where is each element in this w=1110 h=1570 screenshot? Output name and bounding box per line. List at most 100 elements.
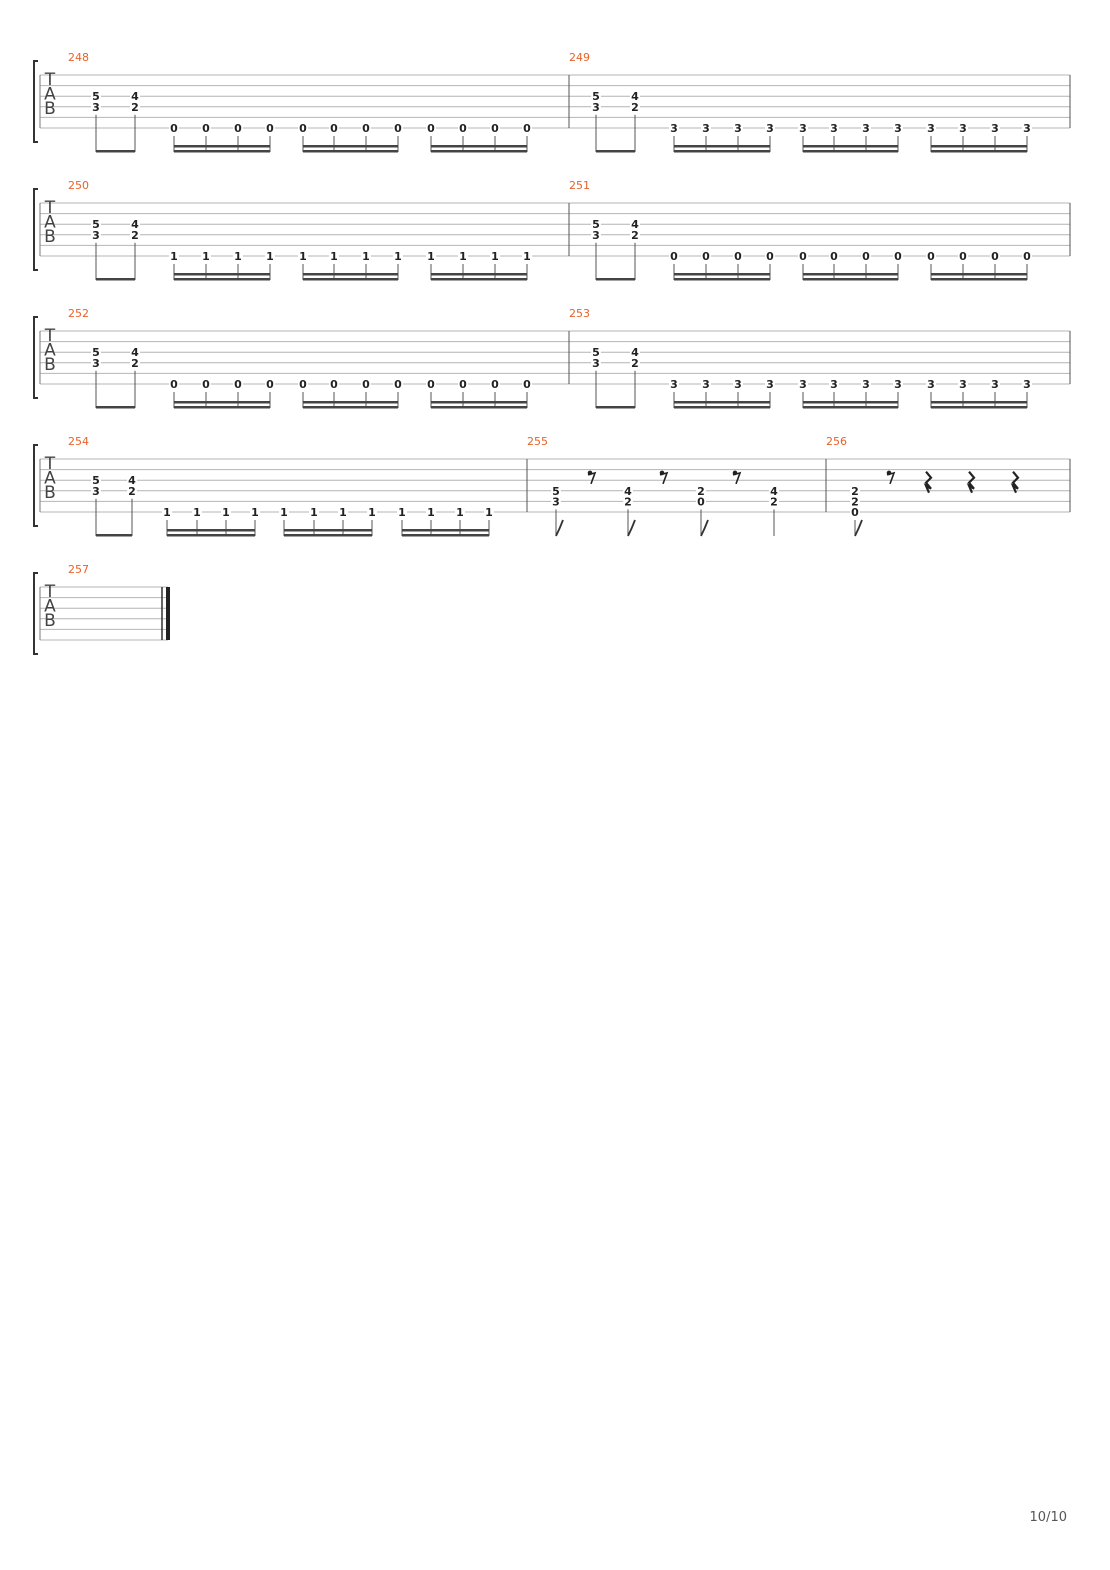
beam — [803, 145, 898, 148]
eighth-rest — [732, 471, 742, 485]
measure-number: 251 — [569, 179, 590, 192]
tab-clef-letter: T — [44, 70, 56, 90]
fret-number: 3 — [927, 122, 935, 135]
tab-clef-letter: B — [44, 355, 56, 375]
fret-number: 4 — [631, 218, 639, 231]
fret-number-bg — [958, 122, 968, 133]
fret-number-bg — [522, 122, 532, 133]
measure-number: 248 — [68, 51, 89, 64]
fret-number-bg — [958, 378, 968, 389]
quarter-rest — [966, 471, 976, 494]
fret-number-bg — [623, 484, 633, 496]
fret-number-bg — [298, 378, 308, 389]
fret-number-bg — [765, 250, 775, 261]
fret-number-bg — [630, 90, 640, 102]
fret-number: 3 — [894, 122, 902, 135]
fret-number: 4 — [131, 346, 139, 359]
fret-number-bg — [696, 484, 706, 496]
beam — [803, 278, 898, 281]
beam — [674, 406, 770, 409]
fret-number: 0 — [799, 250, 807, 263]
fret-number-bg — [630, 218, 640, 230]
fret-number: 5 — [592, 346, 600, 359]
fret-number: 1 — [339, 506, 347, 519]
fret-number-bg — [329, 378, 339, 389]
beam — [167, 529, 255, 532]
fret-number: 5 — [592, 90, 600, 103]
fret-number: 3 — [862, 122, 870, 135]
fret-number-bg — [893, 378, 903, 389]
fret-number-bg — [733, 378, 743, 389]
fret-number-bg — [127, 474, 137, 486]
fret-number: 4 — [631, 346, 639, 359]
fret-number: 0 — [491, 378, 499, 391]
fret-number-bg — [591, 356, 601, 368]
fret-number-bg — [338, 506, 348, 517]
fret-number-bg — [361, 122, 371, 133]
system-bracket — [33, 444, 38, 527]
fret-number: 1 — [394, 250, 402, 263]
fret-number: 1 — [330, 250, 338, 263]
fret-number-bg — [130, 100, 140, 112]
fret-number: 0 — [394, 122, 402, 135]
fret-number-bg — [591, 228, 601, 240]
fret-number: 0 — [1023, 250, 1031, 263]
fret-number: 0 — [170, 378, 178, 391]
fret-number-bg — [733, 250, 743, 261]
fret-number-bg — [765, 122, 775, 133]
measure-number: 252 — [68, 307, 89, 320]
beam — [174, 278, 270, 281]
fret-number: 3 — [799, 378, 807, 391]
fret-number: 2 — [631, 357, 639, 370]
fret-number: 2 — [624, 495, 632, 508]
fret-number: 3 — [592, 101, 600, 114]
fret-number: 1 — [170, 250, 178, 263]
beam — [303, 273, 398, 276]
fret-number-bg — [458, 250, 468, 261]
beam — [931, 145, 1027, 148]
fret-number-bg — [393, 378, 403, 389]
fret-number-bg — [623, 495, 633, 507]
measure-number: 254 — [68, 435, 89, 448]
fret-number-bg — [265, 122, 275, 133]
fret-number: 0 — [266, 122, 274, 135]
fret-number-bg — [850, 484, 860, 496]
fret-number: 0 — [991, 250, 999, 263]
fret-number-bg — [926, 250, 936, 261]
tab-clef-letter: A — [44, 213, 56, 233]
fret-number: 3 — [702, 122, 710, 135]
fret-number-bg — [250, 506, 260, 517]
fret-number: 1 — [280, 506, 288, 519]
fret-number-bg — [298, 250, 308, 261]
fret-number-bg — [669, 378, 679, 389]
beam — [431, 273, 527, 276]
beam — [174, 406, 270, 409]
fret-number: 0 — [330, 122, 338, 135]
beam — [174, 145, 270, 148]
fret-number-bg — [130, 228, 140, 240]
fret-number-bg — [169, 378, 179, 389]
fret-number-bg — [484, 506, 494, 517]
fret-number: 0 — [170, 122, 178, 135]
fret-number-bg — [850, 506, 860, 517]
beam — [803, 273, 898, 276]
fret-number-bg — [455, 506, 465, 517]
fret-number: 5 — [92, 474, 100, 487]
beam — [596, 150, 635, 153]
fret-number: 0 — [830, 250, 838, 263]
fret-number: 3 — [766, 122, 774, 135]
system-bracket — [33, 60, 38, 143]
fret-number: 4 — [624, 485, 632, 498]
beam — [674, 145, 770, 148]
fret-number-bg — [829, 250, 839, 261]
fret-number-bg — [1022, 378, 1032, 389]
fret-number-bg — [361, 378, 371, 389]
fret-number-bg — [861, 122, 871, 133]
fret-number: 1 — [222, 506, 230, 519]
quarter-rest — [1010, 471, 1020, 494]
fret-number: 3 — [670, 378, 678, 391]
beam — [402, 529, 489, 532]
fret-number: 0 — [299, 378, 307, 391]
fret-number-bg — [522, 378, 532, 389]
